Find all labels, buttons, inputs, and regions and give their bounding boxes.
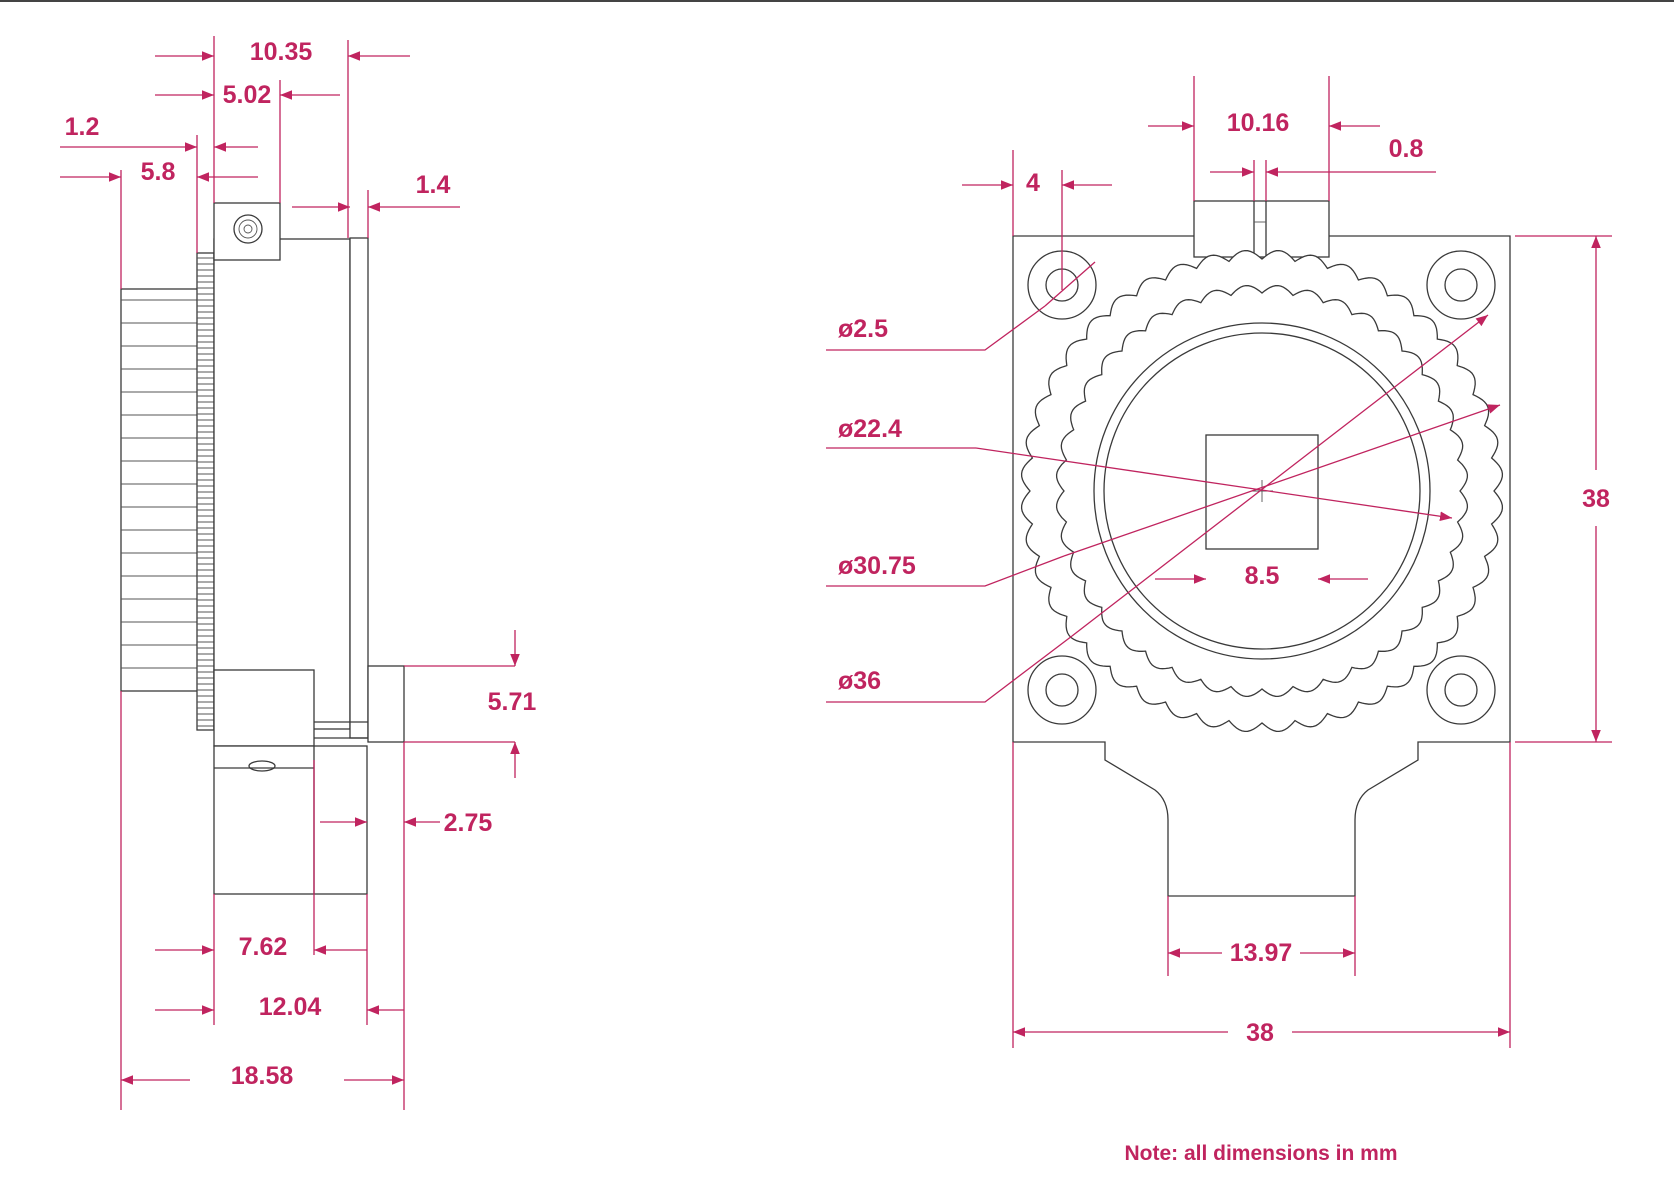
front-view [1012,200,1511,897]
dia-label-30-75: ø30.75 [838,552,916,580]
dim-label-1-2: 1.2 [65,113,100,141]
dim-label-2-75: 2.75 [444,809,493,837]
front-view-labels: 10.16 0.8 4 ø2.5 ø22.4 ø30.75 ø36 8.5 38… [838,109,1610,1047]
sensor-stub [367,665,405,743]
dim-label-5-02: 5.02 [223,81,272,109]
image-sensor [1205,434,1319,550]
dim-label-13-97: 13.97 [1230,939,1293,967]
focus-ring-knurl [121,299,198,669]
dia-label-22-4: ø22.4 [838,415,902,443]
inner-knurled-ring [1055,284,1469,698]
screw-block [213,202,281,261]
focus-ring [120,288,199,692]
dim-label-38-height: 38 [1582,485,1610,513]
side-view [120,202,405,895]
dim-label-0-8: 0.8 [1389,135,1424,163]
lower-block [213,669,315,747]
mount-hole-top-right [1426,250,1496,320]
dim-label-12-04: 12.04 [259,993,322,1021]
dia-label-36: ø36 [838,667,881,695]
gear-edge [196,252,215,731]
dim-label-1-4: 1.4 [416,171,451,199]
dim-label-5-8: 5.8 [141,158,176,186]
screw-head [233,214,263,244]
side-view-dimensions [60,36,520,1110]
units-note: Note: all dimensions in mm [1124,1142,1397,1165]
dim-label-10-35: 10.35 [250,38,313,66]
gear-teeth [197,257,214,727]
side-view-labels: 10.35 5.02 1.2 5.8 1.4 5.71 2.75 7.62 12… [65,38,537,1090]
mount-flange [349,237,369,739]
dim-label-18-58: 18.58 [231,1062,294,1090]
dim-label-5-71: 5.71 [488,688,537,716]
mount-hole-bottom-right [1426,655,1496,725]
dim-label-4: 4 [1026,169,1040,197]
dim-label-7-62: 7.62 [239,933,288,961]
lens-body [213,238,351,730]
set-screw-hole [248,760,276,772]
dim-label-8-5: 8.5 [1245,562,1280,590]
clamp-tab [1193,200,1330,258]
top-border [0,0,1674,2]
lens-barrel-outer [1093,322,1431,660]
dim-label-38-width: 38 [1246,1019,1274,1047]
dia-label-2-5: ø2.5 [838,315,888,343]
front-view-dimensions [826,76,1612,1048]
dim-label-10-16: 10.16 [1227,109,1290,137]
mount-hole-bottom-left [1027,655,1097,725]
lens-barrel-inner [1103,332,1421,650]
